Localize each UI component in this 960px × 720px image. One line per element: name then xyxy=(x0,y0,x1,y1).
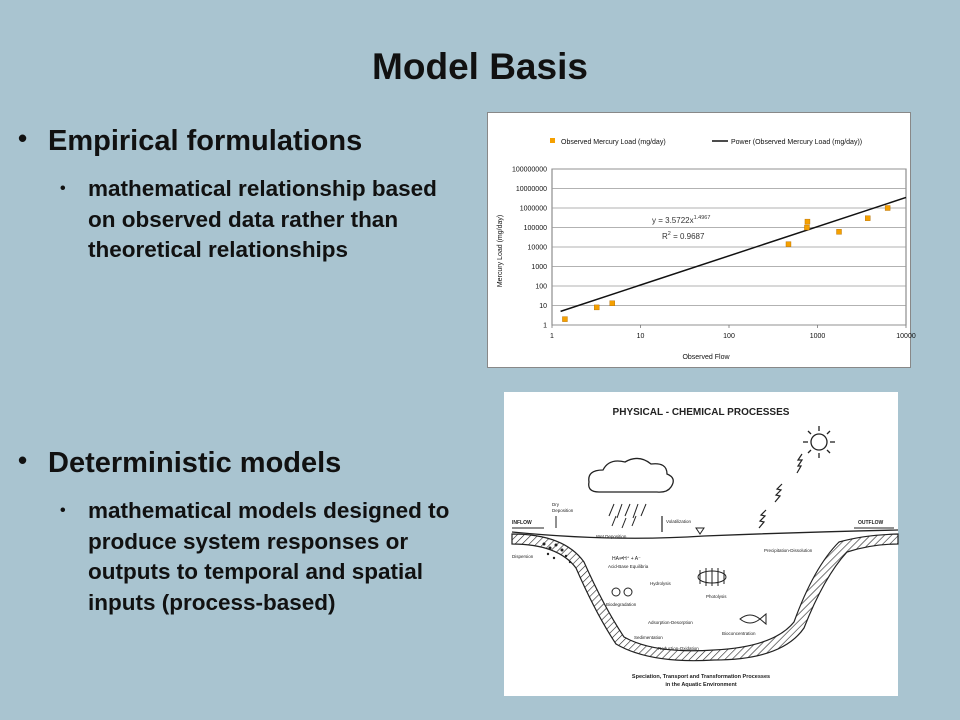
sub-bullet-text: mathematical relationship based on obser… xyxy=(88,176,437,262)
x-tick-label: 1000 xyxy=(810,333,826,340)
diagram-caption-1: Speciation, Transport and Transformation… xyxy=(632,674,770,680)
chart-grid xyxy=(551,168,907,326)
acid-base-label: Acid-Base Equilibria xyxy=(608,564,649,569)
chart-svg: Observed Mercury Load (mg/day) Power (Ob… xyxy=(497,138,916,361)
scatter-chart: Observed Mercury Load (mg/day) Power (Ob… xyxy=(487,112,916,368)
data-point xyxy=(865,215,871,221)
outflow-label: OUTFLOW xyxy=(858,520,884,526)
r-squared: R2 = 0.9687 xyxy=(662,231,705,241)
sediment-grains xyxy=(542,542,572,564)
dry-deposition-label: Deposition xyxy=(552,508,574,513)
volatilization-label: Volatilization xyxy=(666,519,692,524)
data-point xyxy=(609,300,615,306)
legend-marker xyxy=(550,138,555,143)
acid-base-equation: HA⇌H⁺ + A⁻ xyxy=(612,556,641,562)
water-surface-line xyxy=(511,529,899,539)
bullet-dot-icon: • xyxy=(60,502,66,519)
x-tick-label: 10 xyxy=(637,333,645,340)
x-tick-label: 100 xyxy=(723,333,735,340)
bullet-dot-icon: • xyxy=(60,180,66,197)
precipitation-label: Precipitation-Dissolution xyxy=(764,548,813,553)
y-tick-label: 100 xyxy=(535,284,547,291)
power-trendline xyxy=(560,196,907,313)
redox-label: Reduction-Oxidation xyxy=(658,646,699,651)
legend-label-power: Power (Observed Mercury Load (mg/day)) xyxy=(731,139,862,146)
diagram-svg: PHYSICAL - CHEMICAL PROCESSES xyxy=(511,407,899,688)
biodegradation-icon xyxy=(611,587,633,597)
chart-points xyxy=(562,205,891,322)
water-surface-icon xyxy=(695,527,705,535)
bullet-heading: Deterministic models xyxy=(48,447,342,479)
hydrolysis-label: Hydrolysis xyxy=(650,581,672,586)
cloud-icon xyxy=(588,457,674,493)
y-tick-label: 1000000 xyxy=(520,206,547,213)
bullet-heading: Empirical formulations xyxy=(48,125,363,157)
fish-icon xyxy=(739,612,767,626)
sun-icon xyxy=(803,426,835,458)
bullet-dot-icon: • xyxy=(18,445,28,475)
y-tick-label: 10000000 xyxy=(516,186,547,193)
wet-deposition-label: Wet Deposition xyxy=(596,534,627,539)
biodegradation-label: Biodegradation xyxy=(606,602,637,607)
y-tick-label: 1000 xyxy=(531,264,547,271)
x-axis-label: Observed Flow xyxy=(682,354,730,361)
x-tick-label: 1 xyxy=(550,333,554,340)
adsorption-label: Adsorption-Desorption xyxy=(648,620,693,625)
light-ray-icon xyxy=(758,509,767,529)
light-ray-icon xyxy=(796,453,804,474)
dispersion-label: Dispersion xyxy=(512,554,534,559)
bullet-dot-icon: • xyxy=(18,123,28,153)
data-point xyxy=(884,205,891,211)
y-axis-label: Mercury Load (mg/day) xyxy=(497,215,504,287)
sedimentation-label: Sedimentation xyxy=(634,635,663,640)
legend-label-observed: Observed Mercury Load (mg/day) xyxy=(561,139,666,146)
bioconcentration-label: Bioconcentration xyxy=(722,631,756,636)
data-point xyxy=(804,224,810,231)
y-tick-label: 100000 xyxy=(524,225,547,232)
process-diagram: PHYSICAL - CHEMICAL PROCESSES xyxy=(504,392,899,696)
y-tick-label: 10000 xyxy=(528,245,548,252)
sub-bullet-text: mathematical models designed to produce … xyxy=(88,498,450,615)
phytoplankton-icon xyxy=(697,568,727,586)
x-tick-label: 10000 xyxy=(896,333,916,340)
slide-title: Model Basis xyxy=(372,46,588,87)
rain-icon xyxy=(608,503,647,529)
light-ray-icon xyxy=(774,483,783,503)
chart-legend: Observed Mercury Load (mg/day) Power (Ob… xyxy=(550,138,862,146)
sediment-bed xyxy=(511,533,899,662)
photolysis-label: Photolysis xyxy=(706,594,727,599)
y-tick-label: 1 xyxy=(543,323,547,330)
chart-trendline xyxy=(560,196,907,313)
diagram-title: PHYSICAL - CHEMICAL PROCESSES xyxy=(613,407,790,418)
data-point xyxy=(836,229,842,235)
y-tick-label: 100000000 xyxy=(512,167,547,174)
diagram-caption-2: in the Aquatic Environment xyxy=(665,682,736,688)
data-point xyxy=(562,316,568,322)
data-point xyxy=(594,304,600,311)
dry-label: Dry xyxy=(552,502,560,507)
data-point xyxy=(804,218,811,225)
y-tick-label: 10 xyxy=(539,303,547,310)
data-point xyxy=(785,241,792,247)
trend-equation: y = 3.5722x1.4967 xyxy=(652,215,710,225)
chart-ticks: 1 10 100 1000 10000 100000 1000000 10000000 1000… xyxy=(512,167,916,341)
inflow-label: INFLOW xyxy=(512,520,532,526)
